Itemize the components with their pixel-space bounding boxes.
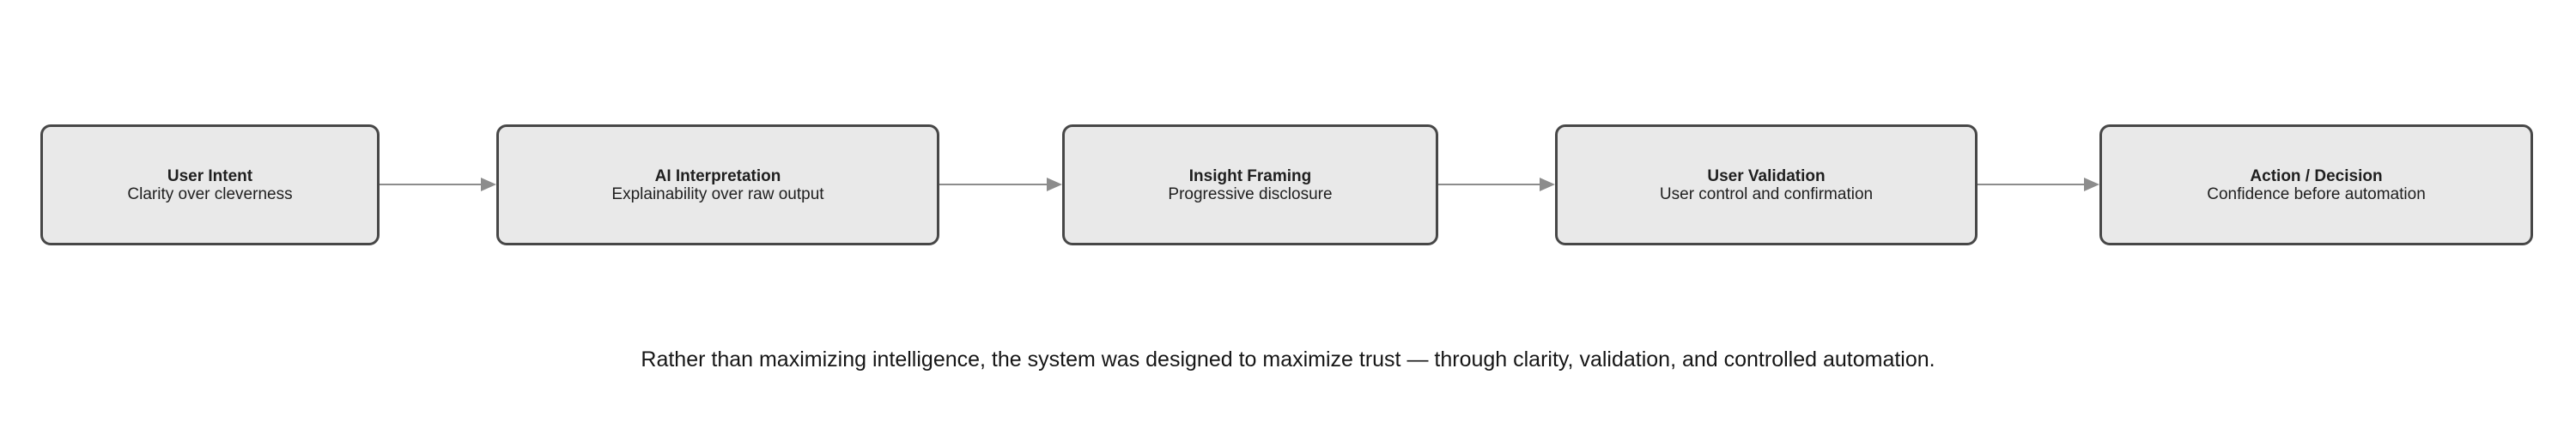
flow-node-action-decision: Action / Decision Confidence before auto… [2099, 124, 2533, 245]
node-title: Insight Framing [1188, 166, 1312, 185]
flow-arrow-2 [939, 178, 1062, 191]
arrowhead-right-icon [2084, 178, 2099, 191]
flow-node-ai-interpretation: AI Interpretation Explainability over ra… [496, 124, 939, 245]
arrow-line [380, 184, 481, 185]
node-subtitle: Progressive disclosure [1168, 184, 1333, 203]
node-subtitle: User control and confirmation [1659, 184, 1874, 203]
node-title: AI Interpretation [654, 166, 781, 185]
node-title: Action / Decision [2250, 166, 2383, 185]
arrow-line [1978, 184, 2084, 185]
node-subtitle: Confidence before automation [2207, 184, 2426, 203]
diagram-caption: Rather than maximizing intelligence, the… [641, 347, 1935, 371]
arrowhead-right-icon [1047, 178, 1062, 191]
node-subtitle: Explainability over raw output [611, 184, 824, 203]
node-title: User Intent [167, 166, 253, 185]
flow-node-insight-framing: Insight Framing Progressive disclosure [1062, 124, 1438, 245]
arrowhead-right-icon [481, 178, 496, 191]
flow-node-user-validation: User Validation User control and confirm… [1555, 124, 1978, 245]
arrowhead-right-icon [1540, 178, 1555, 191]
flow-arrow-1 [380, 178, 496, 191]
node-subtitle: Clarity over cleverness [127, 184, 293, 203]
node-title: User Validation [1707, 166, 1826, 185]
flow-arrow-4 [1978, 178, 2099, 191]
arrow-line [939, 184, 1047, 185]
arrow-line [1438, 184, 1540, 185]
flow-arrow-3 [1438, 178, 1555, 191]
flow-node-user-intent: User Intent Clarity over cleverness [40, 124, 380, 245]
